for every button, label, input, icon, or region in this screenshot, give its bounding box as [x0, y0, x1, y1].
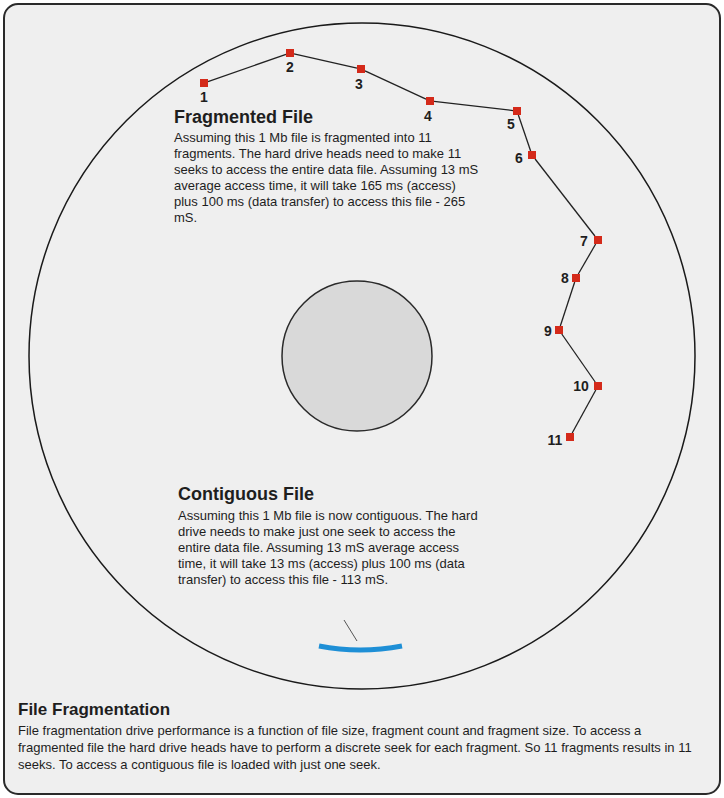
seek-path	[572, 390, 596, 433]
fragment-marker: 4	[426, 97, 434, 105]
fragment-marker: 9	[555, 326, 563, 334]
callout-number: 1	[200, 89, 208, 105]
section-heading: Contiguous File	[178, 483, 314, 505]
fragment-marker: 7	[594, 236, 602, 244]
leader-line	[344, 620, 357, 641]
callout-number: 8	[561, 270, 569, 286]
frame	[4, 4, 720, 794]
seek-path	[518, 115, 530, 151]
fragment-marker: 8	[572, 274, 580, 282]
seek-path	[560, 282, 574, 326]
callout-number: 2	[286, 59, 294, 75]
section-body: Assuming this 1 Mb file is now contiguou…	[178, 508, 483, 588]
callout-number: 3	[355, 76, 363, 92]
seek-path	[434, 101, 513, 110]
callout-number: 10	[573, 378, 589, 394]
diagram-title: File Fragmentation	[18, 700, 170, 720]
disc-outline	[29, 23, 695, 689]
fragment-marker: 11	[566, 433, 574, 441]
contiguous-track	[319, 646, 402, 650]
callout-number: 7	[580, 233, 588, 249]
fragment-marker: 5	[513, 107, 521, 115]
fragment-marker: 1	[200, 79, 208, 87]
fragment-marker: 10	[594, 382, 602, 390]
fragment-marker: 3	[357, 65, 365, 73]
seek-path	[365, 71, 426, 99]
section-heading: Fragmented File	[174, 106, 313, 128]
callout-number: 9	[544, 323, 552, 339]
section-body: Assuming this 1 Mb file is fragmented in…	[174, 130, 479, 226]
callout-number: 4	[424, 108, 432, 124]
seek-path	[562, 334, 595, 382]
seek-path	[535, 159, 595, 236]
disc: Fragmented FileAssuming this 1 Mb file i…	[28, 22, 696, 690]
fragment-marker: 6	[528, 151, 536, 159]
fragment-marker: 2	[286, 49, 294, 57]
seek-path	[208, 54, 286, 81]
callout-number: 6	[515, 150, 523, 166]
callout-number: 5	[507, 116, 515, 132]
callout-number: 11	[548, 432, 563, 448]
disc-hub	[282, 281, 432, 431]
diagram-caption: File fragmentation drive performance is …	[18, 722, 708, 773]
seek-path	[294, 54, 357, 68]
